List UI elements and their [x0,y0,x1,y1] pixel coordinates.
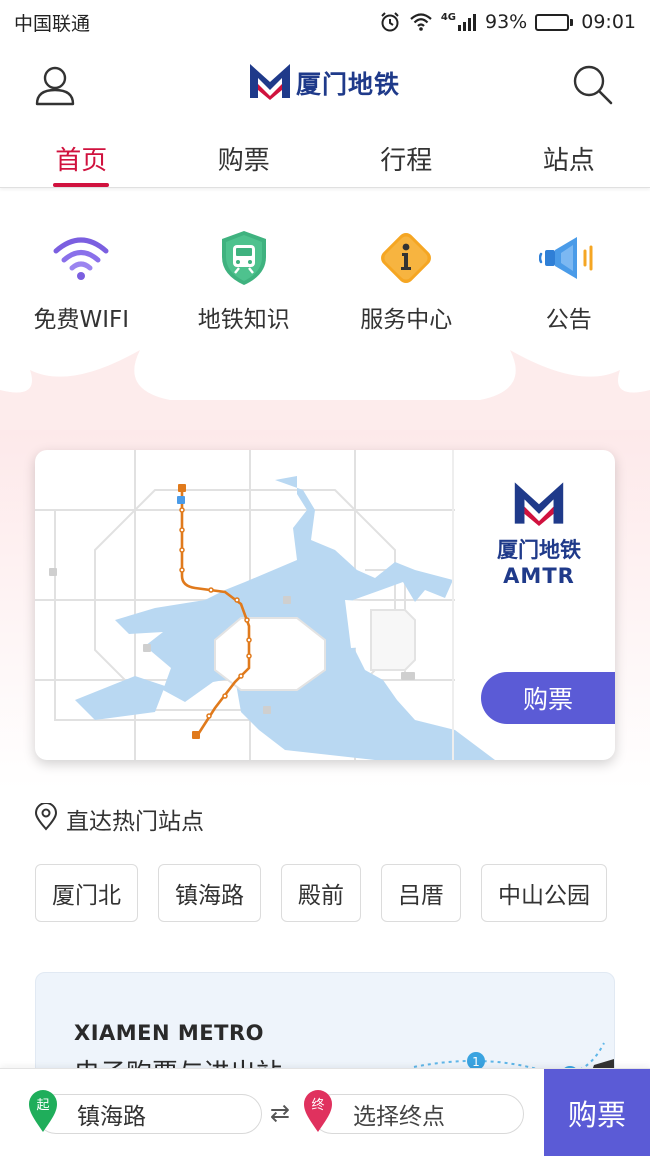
brand-logo: 厦门地铁 [248,62,400,104]
tab-tickets[interactable]: 购票 [217,146,270,176]
clock-time: 09:01 [581,11,636,33]
wifi-status-icon [409,12,433,32]
megaphone-icon [538,228,599,288]
hot-stations-title: 直达热门站点 [66,809,204,835]
metro-map-image [35,450,495,760]
quick-links: 免费WIFI 地铁知识 服务中心 公告 [0,228,650,334]
quick-link-announcement[interactable]: 公告 [488,228,650,334]
metro-logo-icon [511,480,567,530]
main-tabs: 首页 购票 行程 站点 [0,126,650,188]
station-chip[interactable]: 中山公园 [481,864,607,922]
station-chip[interactable]: 镇海路 [158,864,261,922]
carrier-name: 中国联通 [14,12,91,35]
map-buy-ticket-button[interactable]: 购票 [481,672,615,724]
promo-step-number: 1 [472,1055,480,1069]
quick-link-label: 公告 [545,307,592,333]
tab-stations[interactable]: 站点 [542,146,595,176]
battery-percent: 93% [485,11,528,33]
search-icon[interactable] [568,60,618,110]
end-station-placeholder: 选择终点 [353,1104,445,1130]
network-type: 4G [440,12,456,23]
quick-link-service-center[interactable]: 服务中心 [325,228,488,334]
card-brand-logo: 厦门地铁 AMTR [489,480,589,588]
station-chip[interactable]: 殿前 [281,864,361,922]
app-header: 厦门地铁 [0,52,650,116]
brand-name: 厦门地铁 [296,70,401,99]
user-profile-icon[interactable] [30,60,80,110]
start-station-value: 镇海路 [77,1104,146,1130]
start-pin-label: 起 [36,1098,49,1113]
start-pin-icon: 起 [28,1089,58,1133]
end-pin-icon: 终 [303,1089,333,1133]
card-logo-cn: 厦门地铁 [497,538,581,562]
battery-icon [535,13,574,31]
hot-stations-list: 厦门北 镇海路 殿前 吕厝 中山公园 [35,864,607,922]
tab-trips[interactable]: 行程 [380,146,433,176]
signal-icon: 4G [441,12,477,32]
quick-link-label: 地铁知识 [197,307,290,333]
alarm-icon [379,11,401,33]
tab-home[interactable]: 首页 [0,126,163,187]
station-chip[interactable]: 厦门北 [35,864,138,922]
end-station-field[interactable]: 选择终点 [312,1094,524,1134]
bottom-buy-ticket-button[interactable]: 购票 [544,1069,650,1156]
metro-map-card[interactable]: 厦门地铁 AMTR 购票 [35,450,615,760]
wifi-icon [51,228,111,288]
info-icon [376,228,436,288]
station-chip[interactable]: 吕厝 [381,864,461,922]
metro-shield-icon [214,228,274,288]
status-bar: 中国联通 4G 93% 09:01 [0,0,650,44]
location-pin-icon [34,802,58,835]
quick-link-wifi[interactable]: 免费WIFI [0,228,163,334]
quick-link-metro-knowledge[interactable]: 地铁知识 [163,228,326,334]
metro-logo-icon [248,62,292,104]
card-logo-en: AMTR [503,564,575,588]
trip-planner-bar: 镇海路 起 ⇄ 选择终点 终 购票 [0,1068,650,1156]
quick-link-label: 服务中心 [360,307,453,333]
end-pin-label: 终 [311,1097,324,1113]
status-indicators: 4G 93% 09:01 [379,11,636,33]
hot-stations-header: 直达热门站点 [34,802,204,836]
swap-stations-icon[interactable]: ⇄ [270,1099,291,1127]
quick-link-label: 免费WIFI [33,307,130,333]
start-station-field[interactable]: 镇海路 [36,1094,262,1134]
promo-title-en: XIAMEN METRO [74,1021,264,1045]
